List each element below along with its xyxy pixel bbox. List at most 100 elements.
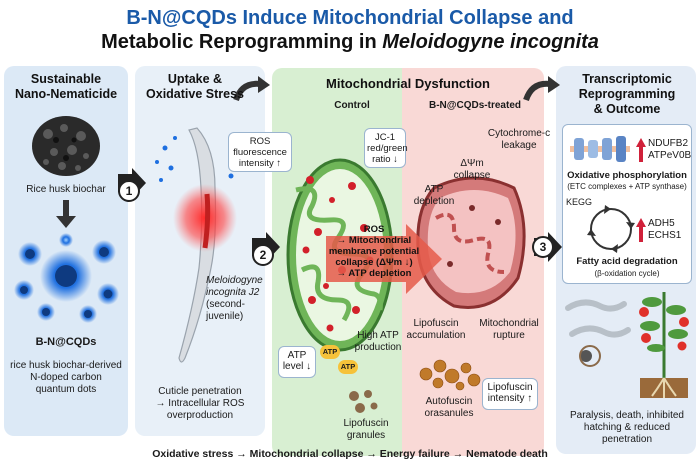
atp-depletion-label: ATP depletion xyxy=(412,184,456,208)
gene-adh5: ADH5 xyxy=(648,218,675,229)
fa-subtitle: (β-oxidation cycle) xyxy=(594,269,660,278)
title-line-1: B-N@CQDs Induce Mitochondrial Collapse a… xyxy=(126,7,574,29)
cqd-desc-line1: rice husk biochar-derived xyxy=(10,360,122,371)
upregulation-arrow-2-icon xyxy=(636,218,646,242)
fa-genes: ADH5 ECHS1 xyxy=(648,218,692,242)
mechanism-text: ROS → Mitochondrial membrane potential c… xyxy=(326,224,422,279)
title-prefix: Metabolic Reprogramming in xyxy=(101,31,383,53)
dpsi-line1: ΔΨm xyxy=(460,158,484,169)
lipo-int-line2: intensity ↑ xyxy=(487,393,533,404)
mitochondrial-rupture-label: Mitochondrial rupture xyxy=(474,318,544,342)
panel1-title-line1: Sustainable xyxy=(30,72,102,86)
ros-intensity-box: ROS fluorescence intensity ↑ xyxy=(228,132,292,172)
panel4-title-line1: Transcriptomic xyxy=(582,72,672,86)
atp-token-2: ATP xyxy=(338,360,358,374)
step-1-badge: 1 xyxy=(118,180,140,202)
mech-line2: → Mitochondrial xyxy=(336,235,412,246)
header-arrow-left-icon xyxy=(233,76,270,102)
etc-complexes-icon xyxy=(570,136,630,162)
nematode-icon xyxy=(155,127,245,363)
nematode-line4: juvenile) xyxy=(206,311,244,322)
panel4-title: Transcriptomic Reprogramming & Outcome xyxy=(558,72,696,117)
treated-label: B-N@CQDs-treated xyxy=(429,100,521,111)
nematode-label: Meloidogyne incognita J2 (second- juveni… xyxy=(206,275,270,323)
dpsi-line2: collapse xyxy=(453,170,491,181)
highatp-line2: production xyxy=(354,342,402,353)
panel4-title-line2: Reprogramming xyxy=(578,87,676,101)
quantum-dots-icon xyxy=(14,233,119,323)
cqd-label: B-N@CQDs xyxy=(35,336,97,348)
mech-line5: → ATP depletion xyxy=(336,268,412,279)
panel2-title-line2: Oxidative Stress xyxy=(146,87,244,101)
jc1-line3: ratio ↓ xyxy=(372,154,398,165)
jc1-line1: JC-1 xyxy=(374,132,396,143)
ros-box-line2: fluorescence xyxy=(233,147,287,158)
uptake-desc-line3: overproduction xyxy=(166,410,234,421)
rupture-line1: Mitochondrial xyxy=(479,318,539,329)
ros-box-line1: ROS xyxy=(249,136,271,147)
panel4-title-line3: & Outcome xyxy=(593,102,661,116)
uptake-desc-line2: → Intracellular ROS xyxy=(155,398,245,409)
lipo-acc-line1: Lipofuscin xyxy=(413,318,459,329)
atpdep-line2: depletion xyxy=(413,196,455,207)
delta-psi-collapse: ΔΨm collapse xyxy=(452,158,492,182)
autofuscin-granules-icon xyxy=(419,359,481,391)
lipo-gran-line2: granules xyxy=(346,430,386,441)
jc1-ratio-box: JC-1 red/green ratio ↓ xyxy=(364,128,408,168)
lipo-gran-line1: Lipofuscin xyxy=(343,418,389,429)
title-species: Meloidogyne incognita xyxy=(382,31,599,53)
mechanism-arrow-icon xyxy=(326,224,442,294)
paralyzed-nematodes-icon xyxy=(565,299,631,367)
mech-line1: ROS xyxy=(363,224,385,235)
atpdep-line1: ATP xyxy=(424,184,444,195)
lipo-acc-line2: accumulation xyxy=(406,330,466,341)
biochar-label: Rice husk biochar xyxy=(26,184,106,195)
cytc-line1: Cytochrome-c xyxy=(487,128,551,139)
panel2-title: Uptake & Oxidative Stress xyxy=(140,72,250,102)
summary-footer: Oxidative stress → Mitochondrial collaps… xyxy=(152,448,548,460)
uptake-description: Cuticle penetration → Intracellular ROS … xyxy=(135,386,265,422)
uptake-desc-line1: Cuticle penetration xyxy=(158,386,242,397)
lipofuscin-intensity-box: Lipofuscin intensity ↑ xyxy=(482,378,538,410)
gene-ndufb2: NDUFB2 xyxy=(648,138,689,149)
panel3-title: Mitochondrial Dysfunction xyxy=(326,76,490,91)
lipofuscin-granules-label: Lipofuscin granules xyxy=(336,418,396,442)
fa-title: Fatty acid degradation xyxy=(576,256,678,267)
down-arrow-icon xyxy=(56,200,76,228)
cqd-desc-line3: quantum dots xyxy=(35,384,97,395)
cqd-description: rice husk biochar-derived N-doped carbon… xyxy=(4,360,128,396)
panel1-title-line2: Nano-Nematicide xyxy=(14,87,118,101)
oxphos-genes: NDUFB2 ATPeV0B xyxy=(648,138,696,162)
mech-line4: collapse (ΔΨm ↓) xyxy=(335,257,413,268)
figure-title: B-N@CQDs Induce Mitochondrial Collapse a… xyxy=(0,6,700,54)
oxphos-title: Oxidative phosphorylation xyxy=(567,170,687,181)
cytc-line2: leakage xyxy=(501,140,537,151)
oxphos-subtitle: (ETC complexes + ATP synthase) xyxy=(567,182,687,191)
lipo-int-line1: Lipofuscin xyxy=(487,382,533,393)
nematode-line2: incognita J2 xyxy=(206,287,260,298)
panel1-title: Sustainable Nano-Nematicide xyxy=(4,72,128,102)
gene-echs1: ECHS1 xyxy=(648,230,682,241)
step-3-badge: 3 xyxy=(532,236,554,258)
jc1-line2: red/green xyxy=(367,143,408,154)
highatp-line1: High ATP xyxy=(357,330,399,341)
atp-token-1: ATP xyxy=(320,345,340,359)
outcome-line1: Paralysis, death, inhibited xyxy=(570,410,684,421)
ros-box-line3: intensity ↑ xyxy=(238,158,282,169)
outcome-line2: hatching & reduced penetration xyxy=(583,422,671,445)
cytochrome-c-leakage: Cytochrome-c leakage xyxy=(484,128,554,152)
rupture-line2: rupture xyxy=(493,330,525,341)
damaged-mitochondrion-icon xyxy=(416,176,526,309)
header-arrow-right-icon xyxy=(523,76,560,102)
high-atp-label: High ATP production xyxy=(346,330,410,354)
step-2-badge: 2 xyxy=(252,244,274,266)
title-line-2: Metabolic Reprogramming in Meloidogyne i… xyxy=(0,30,700,54)
kegg-label: KEGG xyxy=(566,197,593,207)
biochar-icon xyxy=(32,116,100,176)
gene-atpev0b: ATPeV0B xyxy=(648,150,692,161)
cqd-desc-line2: N-doped carbon xyxy=(30,372,102,383)
atp-level-box: ATP level ↓ xyxy=(278,346,316,378)
autofuscin-label: Autofuscin orasanules xyxy=(414,396,484,420)
mech-line3: membrane potential xyxy=(328,246,420,257)
atplevel-line2: level ↓ xyxy=(282,361,312,372)
